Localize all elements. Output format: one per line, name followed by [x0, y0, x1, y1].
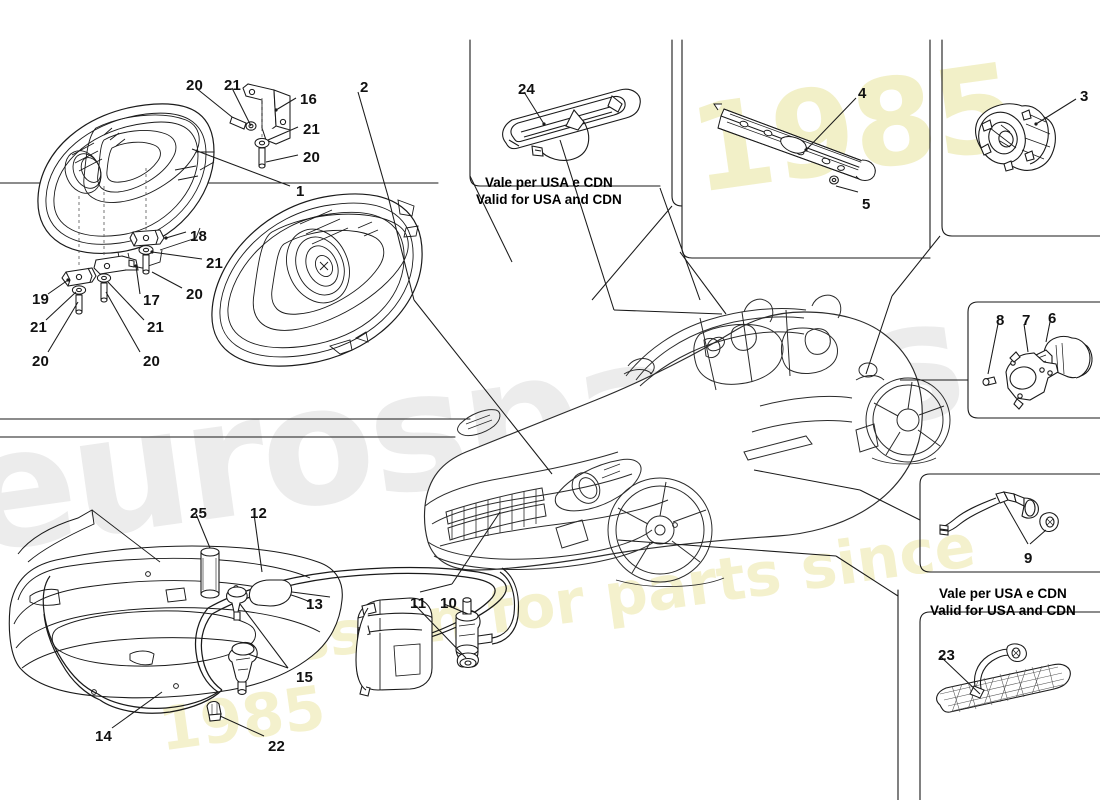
- callout-side-repeater-lamp-usa[interactable]: 9: [1024, 550, 1033, 567]
- callout-washer-pump-grommet[interactable]: 11: [410, 595, 427, 612]
- callout-front-bumper-washer-line[interactable]: 14: [95, 728, 113, 745]
- panel-side-marker-border: [919, 611, 931, 800]
- part-23-reflector-texture: [939, 663, 1067, 713]
- callout-washer-pump[interactable]: 10: [440, 595, 458, 612]
- part-15-washer-jet-upper: [226, 586, 248, 621]
- callout-washer-nozzle-jet[interactable]: 15: [296, 669, 314, 686]
- callout-third-brake-light-screw[interactable]: 5: [862, 196, 871, 213]
- part-8-fog-screw: [982, 376, 997, 386]
- part-9-terminal: [939, 524, 949, 536]
- leader-lines: [45, 87, 1077, 737]
- part-24-connector: [531, 145, 544, 157]
- part-14-bumper-washer-line: [42, 575, 101, 701]
- part-25-connector-sleeve: [200, 547, 220, 599]
- callout-washer-nozzle-cover[interactable]: 13: [306, 596, 324, 613]
- panel-side-repeater-border: [919, 473, 1100, 573]
- panel-rotary-lamp-border: [941, 39, 1100, 237]
- leader-endpoints: [66, 108, 1038, 282]
- part-3-rotary-lamp: [975, 103, 1056, 172]
- callout-screw-lower-outer[interactable]: 20: [186, 286, 204, 303]
- part-23-wire: [973, 648, 1013, 693]
- callout-side-marker-reflector[interactable]: 23: [938, 647, 956, 664]
- part-9-wire: [941, 497, 1000, 533]
- bracket-19: [61, 267, 97, 287]
- bracket-18: [129, 229, 165, 247]
- callout-washer-hose-connector[interactable]: 25: [190, 505, 208, 522]
- callout-hose-retaining-clip[interactable]: 22: [268, 738, 286, 755]
- callout-fog-lamp-bracket[interactable]: 7: [1022, 312, 1031, 329]
- part-22-clip: [206, 701, 222, 722]
- bracket-17: [93, 255, 139, 275]
- callout-screw-upper-bracket-left[interactable]: 20: [186, 77, 204, 94]
- callout-headlight-upper-bracket[interactable]: 16: [300, 91, 318, 108]
- fastener-group-upper: [229, 116, 270, 169]
- callout-headlight-bracket-lower-outer[interactable]: 18: [190, 228, 208, 245]
- fastener-group-18: [138, 245, 154, 275]
- note-usa-cdn-top-line2: Valid for USA and CDN: [476, 191, 622, 207]
- part-4-third-brake-light: [713, 103, 876, 181]
- fastener-group-19: [71, 285, 87, 315]
- headlight-lh-body: [37, 103, 215, 254]
- washer-pump-hose: [491, 567, 520, 645]
- vehicle-illustration: [423, 311, 923, 571]
- fastener-group-17: [96, 273, 112, 303]
- washer-fluid-reservoir: [355, 597, 433, 697]
- headlight-rh-body: [211, 193, 423, 367]
- part-11-pump-grommet: [456, 652, 479, 669]
- note-usa-cdn-bottom-line2: Valid for USA and CDN: [930, 602, 1076, 618]
- bracket-16: [242, 83, 291, 145]
- callout-washer-lower-outer[interactable]: 21: [206, 255, 224, 272]
- note-usa-cdn-top: Vale per USA e CDN Valid for USA and CDN: [476, 175, 622, 209]
- callout-screw-lower-inner[interactable]: 20: [32, 353, 50, 370]
- part-15-washer-jet-lower: [228, 641, 258, 695]
- callout-screw-lower-center[interactable]: 20: [143, 353, 161, 370]
- callout-headlight-assembly-lh[interactable]: 1: [296, 183, 305, 200]
- callout-rotary-lamp-unit[interactable]: 3: [1080, 88, 1089, 105]
- part-5-screw: [829, 175, 839, 185]
- callout-washer-lower-center[interactable]: 21: [147, 319, 165, 336]
- part-7-fog-bracket: [1005, 351, 1059, 410]
- callout-fog-lamp-screw[interactable]: 8: [996, 312, 1005, 329]
- vehicle-detail: [424, 294, 951, 587]
- part-13-nozzle-cover: [248, 579, 293, 607]
- callout-headlight-bracket-lower-center[interactable]: 17: [143, 292, 161, 309]
- part-24-third-brake-light-usa: [502, 88, 641, 150]
- panel-fog-lamp-border: [967, 301, 1100, 419]
- part-23-connector: [969, 643, 1027, 699]
- panel-third-brake-usa-right: [671, 39, 683, 207]
- callout-third-brake-light[interactable]: 4: [858, 85, 867, 102]
- callout-washer-fluid-hose[interactable]: 12: [250, 505, 268, 522]
- part-24-wire: [539, 121, 590, 161]
- part-23-side-marker: [936, 663, 1071, 713]
- note-usa-cdn-bottom-line1: Vale per USA e CDN: [938, 586, 1067, 601]
- callout-screw-upper-bracket-right[interactable]: 20: [303, 149, 321, 166]
- callout-washer-upper-bracket-left[interactable]: 21: [224, 77, 242, 94]
- note-usa-cdn-top-line1: Vale per USA e CDN: [484, 175, 613, 190]
- callout-headlight-bracket-lower-inner[interactable]: 19: [32, 291, 50, 308]
- part-9-side-repeater: [995, 491, 1059, 533]
- callout-washer-upper-bracket-right[interactable]: 21: [303, 121, 321, 138]
- callout-headlight-assembly-rh[interactable]: 2: [360, 79, 369, 96]
- callout-washer-lower-inner[interactable]: 21: [30, 319, 48, 336]
- callout-fog-lamp-bulb-holder[interactable]: 6: [1048, 310, 1057, 327]
- callout-third-brake-light-usa[interactable]: 24: [518, 81, 536, 98]
- note-usa-cdn-bottom: Vale per USA e CDN Valid for USA and CDN: [930, 586, 1076, 620]
